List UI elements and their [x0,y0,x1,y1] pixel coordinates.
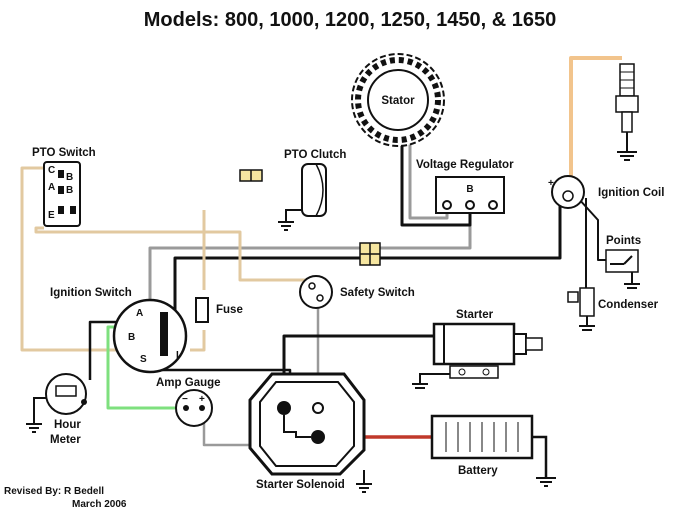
starter-label: Starter [456,309,494,321]
battery: Battery [430,414,556,487]
diagram-title: Models: 800, 1000, 1200, 1250, 1450, & 1… [144,9,557,31]
safety-switch-body [299,275,333,309]
wire-main-black [159,198,562,342]
wires [20,56,622,447]
wire-tan-pto [20,166,118,352]
ignition-switch: Ignition Switch A B S I [50,287,188,374]
pto-term-c: C [48,165,55,176]
ignition-coil-label: Ignition Coil [598,187,664,199]
wire-hour-meter [88,320,125,380]
fuse-label: Fuse [216,304,243,316]
amp-gauge-body [175,389,213,427]
coil-term-plus: + [548,178,554,189]
wire-tan-fuse-down [190,330,206,352]
spark-plug [615,63,639,161]
connector-harness [359,242,381,266]
battery-label: Battery [458,465,498,477]
wire-amp-solenoid [202,420,266,447]
switch-term-i: I [176,350,179,361]
starter-solenoid: Starter Solenoid [248,372,372,493]
wire-main-gray [148,212,472,312]
ignition-switch-body [112,298,188,374]
revised-by: Revised By: R Bedell [4,486,104,497]
amp-term-minus: − [182,394,188,405]
pto-clutch-label: PTO Clutch [284,149,346,161]
starter-solenoid-label: Starter Solenoid [256,479,345,491]
wire-stator-reg-1 [400,140,472,227]
hour-meter: Hour Meter [26,373,87,446]
safety-switch: Safety Switch [299,275,415,309]
amp-term-plus: + [199,394,205,405]
switch-term-s: S [140,354,147,365]
stator: Stator [351,53,445,147]
voltage-regulator-label: Voltage Regulator [416,159,514,171]
pto-switch: C B A B E PTO Switch [32,147,96,227]
wire-coil-points [577,197,606,261]
wire-stator-reg-2 [408,140,449,220]
points: Points [605,235,641,289]
hour-meter-label-1: Hour [54,419,81,431]
amp-gauge: Amp Gauge − + [156,377,221,427]
stator-label: Stator [381,95,415,107]
safety-switch-label: Safety Switch [340,287,415,299]
voltage-regulator: Voltage Regulator B [416,159,514,214]
hour-meter-label-2: Meter [50,434,81,446]
pto-switch-label: PTO Switch [32,147,96,159]
pto-term-a: A [48,182,55,193]
revised-date: March 2006 [72,499,127,510]
amp-gauge-label: Amp Gauge [156,377,221,389]
starter-solenoid-body [248,372,366,476]
points-label: Points [606,235,641,247]
pto-term-e: E [48,210,55,221]
fuse-body [195,297,209,323]
spark-plug-wire [569,56,622,194]
connector-top [239,169,263,182]
pto-term-b2: B [66,185,73,196]
ignition-switch-label: Ignition Switch [50,287,132,299]
switch-term-b: B [128,332,135,343]
wire-tan-pto-2 [34,226,320,296]
fuse: Fuse [195,297,243,323]
pto-clutch: PTO Clutch [278,149,346,231]
points-body [605,249,639,273]
condenser-body [579,287,595,317]
ignition-coil: + Ignition Coil [548,175,664,209]
pto-clutch-body [301,163,327,217]
condenser: Condenser [567,287,659,331]
starter: Starter [412,309,543,389]
regulator-term-b: B [466,184,473,195]
starter-body [432,322,516,366]
condenser-label: Condenser [598,299,659,311]
pto-term-b1: B [66,172,73,183]
switch-term-a: A [136,308,143,319]
